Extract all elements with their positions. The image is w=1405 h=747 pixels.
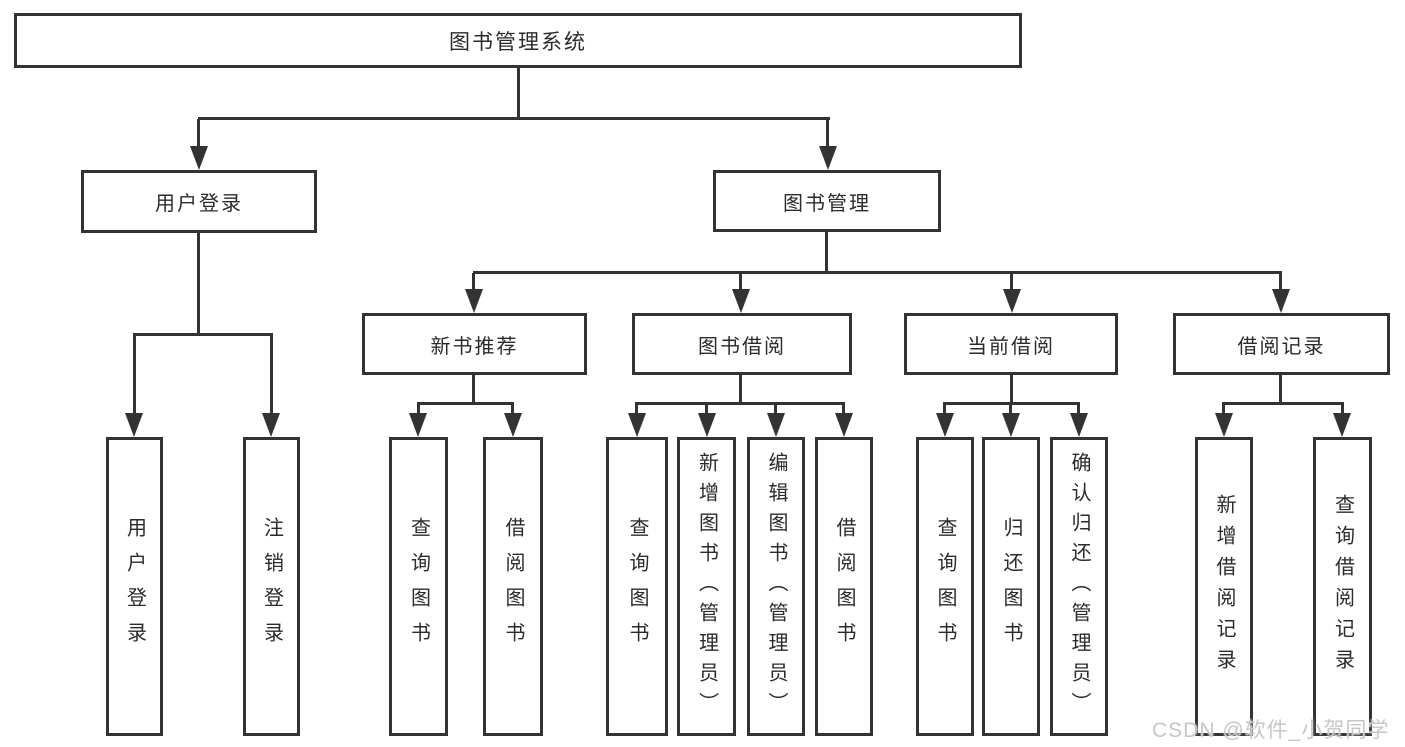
connector-line — [417, 404, 420, 415]
leaf-logout: 注销登录 — [243, 437, 300, 736]
node-user-login: 用户登录 — [81, 170, 317, 233]
leaf-confirm-return-admin-label: 确认归还（管理员） — [1068, 451, 1090, 722]
arrowhead-icon — [1070, 413, 1088, 437]
leaf-borrow-books-2-label: 借阅图书 — [833, 516, 855, 657]
leaf-logout-label: 注销登录 — [260, 516, 283, 657]
arrowhead-icon — [1003, 289, 1021, 313]
arrowhead-icon — [732, 289, 750, 313]
connector-line — [472, 375, 475, 405]
node-book-borrow: 图书借阅 — [632, 313, 852, 375]
leaf-query-borrow-record: 查询借阅记录 — [1313, 437, 1372, 736]
arrowhead-icon — [698, 413, 716, 437]
leaf-query-books-2: 查询图书 — [606, 437, 668, 736]
leaf-query-books-3: 查询图书 — [916, 437, 974, 736]
connector-line — [517, 68, 520, 119]
connector-line — [825, 232, 828, 274]
leaf-return-books-label: 归还图书 — [1000, 516, 1022, 657]
node-new-book-recommend-label: 新书推荐 — [430, 335, 519, 358]
leaf-add-books-admin: 新增图书（管理员） — [677, 437, 736, 736]
node-current-borrow-label: 当前借阅 — [967, 335, 1055, 358]
arrowhead-icon — [262, 413, 280, 437]
connector-line — [635, 404, 638, 415]
leaf-add-borrow-record-label: 新增借阅记录 — [1213, 493, 1235, 680]
connector-line — [133, 333, 273, 336]
leaf-add-borrow-record: 新增借阅记录 — [1195, 437, 1253, 736]
node-current-borrow: 当前借阅 — [904, 313, 1118, 375]
connector-line — [1009, 404, 1012, 415]
leaf-edit-books-admin-label: 编辑图书（管理员） — [765, 451, 787, 722]
node-root: 图书管理系统 — [14, 13, 1022, 68]
connector-line — [417, 402, 514, 405]
arrowhead-icon — [819, 146, 837, 170]
arrowhead-icon — [1272, 289, 1290, 313]
leaf-edit-books-admin: 编辑图书（管理员） — [747, 437, 805, 736]
connector-line — [511, 404, 514, 415]
connector-line — [1222, 402, 1344, 405]
leaf-borrow-books-2: 借阅图书 — [815, 437, 873, 736]
connector-line — [1010, 273, 1013, 291]
arrowhead-icon — [628, 413, 646, 437]
leaf-return-books: 归还图书 — [982, 437, 1040, 736]
leaf-user-login: 用户登录 — [106, 437, 163, 736]
leaf-borrow-books-1: 借阅图书 — [483, 437, 543, 736]
arrowhead-icon — [835, 413, 853, 437]
connector-line — [197, 233, 200, 335]
node-book-management-label: 图书管理 — [783, 192, 871, 215]
leaf-query-borrow-record-label: 查询借阅记录 — [1331, 493, 1354, 680]
connector-line — [133, 335, 136, 413]
connector-line — [473, 271, 1282, 274]
leaf-query-books-1-label: 查询图书 — [407, 516, 430, 657]
connector-line — [1077, 404, 1080, 415]
leaf-user-login-label: 用户登录 — [123, 516, 146, 657]
arrowhead-icon — [1333, 413, 1351, 437]
node-borrow-record-label: 借阅记录 — [1237, 335, 1326, 358]
arrowhead-icon — [936, 413, 954, 437]
connector-line — [1222, 404, 1225, 415]
arrowhead-icon — [409, 413, 427, 437]
connector-line — [635, 402, 845, 405]
connector-line — [1279, 273, 1282, 291]
connector-line — [943, 402, 1080, 405]
arrowhead-icon — [465, 289, 483, 313]
csdn-watermark: CSDN @软件_小贺同学 — [1152, 719, 1390, 742]
node-root-label: 图书管理系统 — [449, 30, 587, 54]
arrowhead-icon — [767, 413, 785, 437]
connector-line — [1279, 375, 1282, 405]
connector-line — [739, 375, 742, 405]
connector-line — [774, 404, 777, 415]
connector-line — [197, 119, 200, 149]
arrowhead-icon — [504, 413, 522, 437]
connector-line — [1010, 375, 1013, 405]
connector-line — [472, 273, 475, 291]
leaf-query-books-3-label: 查询图书 — [934, 516, 956, 657]
leaf-add-books-admin-label: 新增图书（管理员） — [695, 451, 718, 722]
connector-line — [198, 117, 830, 120]
connector-line — [705, 404, 708, 415]
node-book-borrow-label: 图书借阅 — [698, 335, 786, 358]
node-new-book-recommend: 新书推荐 — [362, 313, 587, 375]
connector-line — [1341, 404, 1344, 415]
leaf-query-books-1: 查询图书 — [389, 437, 448, 736]
arrowhead-icon — [190, 146, 208, 170]
node-borrow-record: 借阅记录 — [1173, 313, 1390, 375]
connector-line — [270, 335, 273, 413]
leaf-confirm-return-admin: 确认归还（管理员） — [1050, 437, 1108, 736]
node-user-login-label: 用户登录 — [155, 193, 243, 215]
connector-line — [739, 273, 742, 291]
leaf-query-books-2-label: 查询图书 — [626, 516, 648, 657]
arrowhead-icon — [1215, 413, 1233, 437]
connector-line — [842, 404, 845, 415]
connector-line — [943, 404, 946, 415]
leaf-borrow-books-1-label: 借阅图书 — [502, 516, 524, 657]
arrowhead-icon — [125, 413, 143, 437]
arrowhead-icon — [1002, 413, 1020, 437]
node-book-management: 图书管理 — [713, 170, 941, 232]
connector-line — [826, 119, 829, 149]
